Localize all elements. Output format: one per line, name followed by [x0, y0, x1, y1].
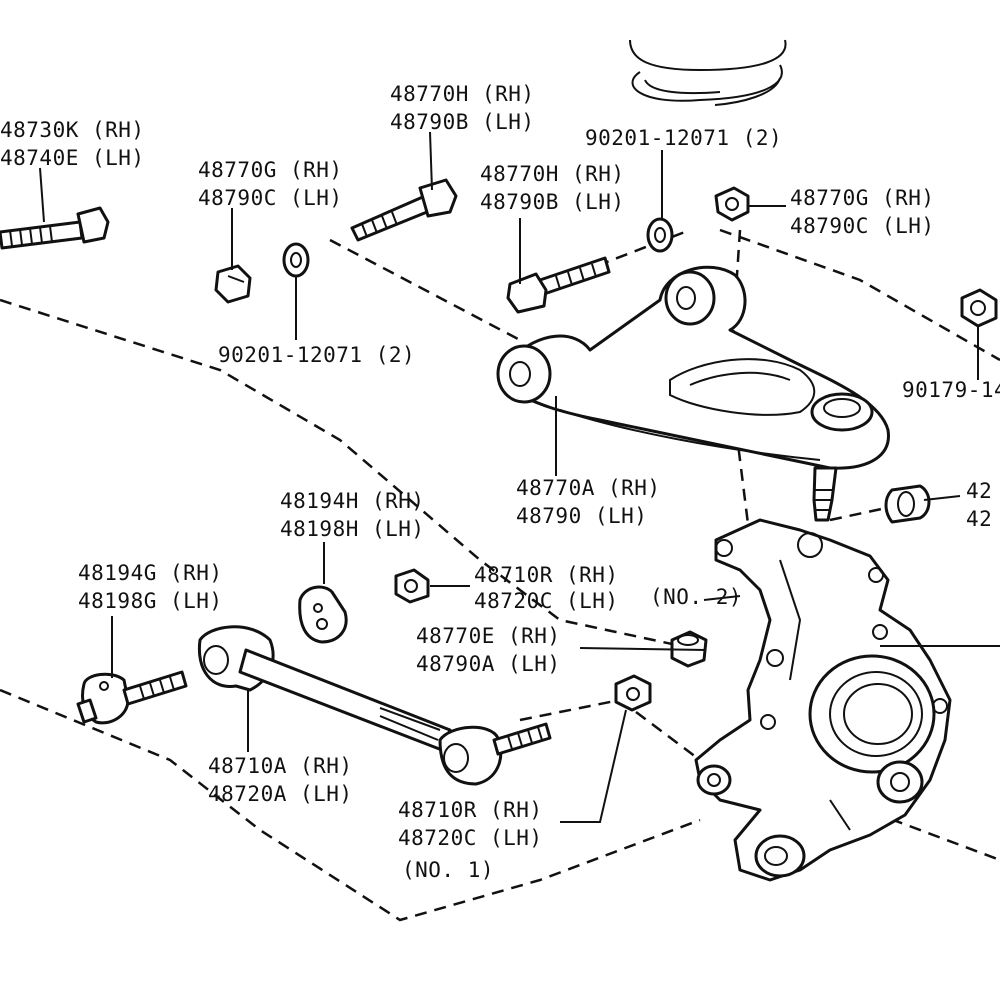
label-42-b: 42	[966, 507, 992, 531]
washer-90201-top-icon	[646, 217, 674, 253]
label-48720a-lh: 48720A (LH)	[208, 782, 353, 806]
bushing-42-icon	[884, 484, 931, 524]
label-48730k-rh: 48730K (RH)	[0, 118, 145, 142]
label-48790a-lh: 48790A (LH)	[416, 652, 561, 676]
upper-control-arm-icon	[496, 265, 890, 522]
label-48740e-lh: 48740E (LH)	[0, 146, 145, 170]
bolt-48770h-mid-icon	[506, 256, 611, 314]
nut-48770g-left-icon	[214, 264, 252, 304]
label-48198g-lh: 48198G (LH)	[78, 589, 223, 613]
label-42-a: 42	[966, 479, 992, 503]
label-90201-top: 90201-12071 (2)	[585, 126, 782, 150]
label-48194g-rh: 48194G (RH)	[78, 561, 223, 585]
cam-plate-48194h-icon	[298, 585, 348, 644]
nut-90179-icon	[960, 288, 998, 328]
steering-knuckle-icon	[694, 518, 952, 882]
nut-48710r-top-icon	[394, 568, 430, 604]
label-90179: 90179-14	[902, 378, 1000, 402]
label-48720c-bottom-lh: 48720C (LH)	[398, 826, 543, 850]
leader-lines	[39, 131, 1000, 823]
label-48770g-right-rh: 48770G (RH)	[790, 186, 935, 210]
label-48710r-bottom-rh: 48710R (RH)	[398, 798, 543, 822]
label-48194h-rh: 48194H (RH)	[280, 489, 425, 513]
label-48770g-left-rh: 48770G (RH)	[198, 158, 343, 182]
label-no-2: (NO. 2)	[650, 585, 742, 609]
label-48770e-rh: 48770E (RH)	[416, 624, 561, 648]
label-48790-lh: 48790 (LH)	[516, 504, 647, 528]
label-48198h-lh: 48198H (LH)	[280, 517, 425, 541]
label-no-1: (NO. 1)	[402, 858, 494, 882]
label-48710r-top-rh: 48710R (RH)	[474, 563, 619, 587]
label-48790c-left-lh: 48790C (LH)	[198, 186, 343, 210]
washer-90201-left-icon	[282, 242, 310, 278]
nut-48710r-bottom-icon	[614, 674, 652, 712]
label-48770a-rh: 48770A (RH)	[516, 476, 661, 500]
coil-spring	[629, 39, 787, 106]
lateral-link-48710a-icon	[197, 625, 552, 786]
label-48770h-mid-rh: 48770H (RH)	[480, 162, 625, 186]
nut-48770g-right-icon	[714, 186, 750, 222]
cam-bolt-48194g-icon	[76, 670, 188, 725]
label-48720c-top-lh: 48720C (LH)	[474, 589, 619, 613]
label-48790b-top-lh: 48790B (LH)	[390, 110, 535, 134]
label-90201-left: 90201-12071 (2)	[218, 343, 415, 367]
label-48790b-mid-lh: 48790B (LH)	[480, 190, 625, 214]
bolt-48730k-icon	[0, 206, 110, 250]
bolt-48770h-top-icon	[350, 178, 458, 242]
label-48770h-top-rh: 48770H (RH)	[390, 82, 535, 106]
part-labels: 48730K (RH) 48740E (LH) 48770H (RH) 4879…	[0, 82, 1000, 882]
label-48710a-rh: 48710A (RH)	[208, 754, 353, 778]
label-48790c-right-lh: 48790C (LH)	[790, 214, 935, 238]
